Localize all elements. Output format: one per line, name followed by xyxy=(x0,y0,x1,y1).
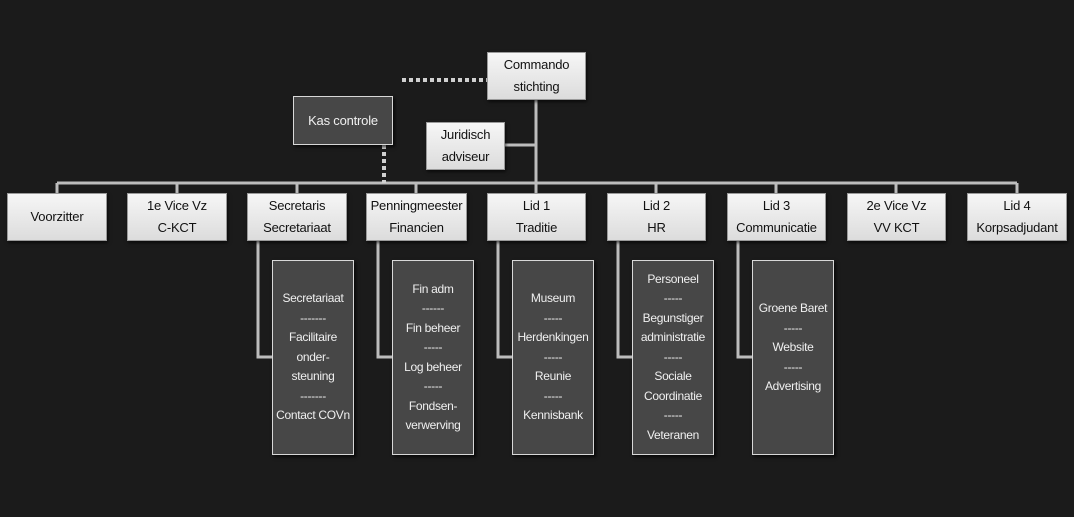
sub-item: Kennisbank xyxy=(523,408,583,423)
sub-financien-box: Fin adm ------ Fin beheer ----- Log behe… xyxy=(392,260,474,455)
sub-item: Fin adm xyxy=(412,281,454,296)
role-penningmeester: Penningmeester Financien xyxy=(366,193,467,241)
sub-item: Contact COVn xyxy=(276,408,350,423)
sub-item: Herdenkingen xyxy=(517,330,589,345)
juridisch-adviseur-box: Juridisch adviseur xyxy=(426,122,505,170)
sub-hr-box: Personeel ----- Begunstiger administrati… xyxy=(632,260,714,455)
role-sublabel: Korpsadjudant xyxy=(976,220,1058,235)
sub-item: onder- xyxy=(296,349,330,364)
sub-item: Veteranen xyxy=(646,427,699,442)
sub-item: Fondsen- xyxy=(408,398,458,413)
sub-item: Facilitaire xyxy=(288,330,338,345)
sub-item: Personeel xyxy=(647,271,699,286)
kas-controle-box: Kas controle xyxy=(293,96,393,145)
role-sublabel: Traditie xyxy=(515,220,558,235)
sub-item: Reunie xyxy=(534,369,572,384)
sub-item: Advertising xyxy=(764,379,822,393)
sub-item: Begunstiger xyxy=(642,310,704,325)
role-sublabel: HR xyxy=(647,220,666,235)
role-drops xyxy=(55,183,1019,193)
role-label: 1e Vice Vz xyxy=(147,198,207,213)
sub-secretariaat-box: Secretariaat ------- Facilitaire onder- … xyxy=(272,260,354,455)
role-label: Lid 1 xyxy=(522,198,551,213)
role-label: Voorzitter xyxy=(30,209,84,224)
sub-divider: ----- xyxy=(783,359,803,374)
role-lid-4: Lid 4 Korpsadjudant xyxy=(967,193,1067,241)
role-sublabel: Secretariaat xyxy=(263,220,331,235)
sub-divider: ----- xyxy=(423,340,443,354)
role-label: Lid 2 xyxy=(642,198,671,213)
sub-communicatie-box: Groene Baret ----- Website ----- Adverti… xyxy=(752,260,834,455)
sub-divider: ----- xyxy=(663,291,683,306)
sub-divider: ----- xyxy=(423,379,443,393)
sub-divider: ------ xyxy=(421,301,445,315)
sub-divider: ----- xyxy=(663,349,683,364)
role-voorzitter: Voorzitter xyxy=(7,193,107,241)
sub-divider: ----- xyxy=(543,388,563,403)
sub-item: verwerving xyxy=(405,418,461,432)
sub-divider: ----- xyxy=(543,349,563,364)
commando-line-1: Commando xyxy=(503,57,570,72)
role-label: Lid 4 xyxy=(1003,198,1031,213)
role-label: Lid 3 xyxy=(762,198,791,213)
juridisch-line-1: Juridisch xyxy=(440,127,491,142)
role-label: Secretaris xyxy=(268,198,326,213)
kas-controle-label: Kas controle xyxy=(308,112,378,128)
sub-item: Sociale xyxy=(654,369,692,384)
role-2e-vice-vz: 2e Vice Vz VV KCT xyxy=(847,193,946,241)
sub-item: Coordinatie xyxy=(643,388,703,403)
juridisch-line-2: adviseur xyxy=(441,149,490,164)
role-secretaris: Secretaris Secretariaat xyxy=(247,193,347,241)
sub-divider: ------- xyxy=(300,388,326,403)
sub-divider: ----- xyxy=(663,408,683,423)
sub-item: Groene Baret xyxy=(758,301,828,315)
sub-item: Website xyxy=(772,340,814,354)
role-lid-2: Lid 2 HR xyxy=(607,193,706,241)
sub-item: Log beheer xyxy=(404,359,462,374)
sub-connectors xyxy=(256,241,753,359)
role-sublabel: Financien xyxy=(389,220,444,235)
role-sublabel: Communicatie xyxy=(736,220,817,235)
sub-divider: ----- xyxy=(543,310,563,325)
sub-item: steuning xyxy=(291,369,335,384)
commando-stichting-box: Commando stichting xyxy=(487,52,586,100)
role-1e-vice-vz: 1e Vice Vz C-KCT xyxy=(127,193,227,241)
sub-item: administratie xyxy=(640,330,706,345)
role-sublabel: VV KCT xyxy=(873,220,920,235)
commando-line-2: stichting xyxy=(513,79,560,94)
sub-item: Museum xyxy=(530,291,576,306)
role-lid-1: Lid 1 Traditie xyxy=(487,193,586,241)
sub-item: Fin beheer xyxy=(405,320,461,335)
sub-item: Secretariaat xyxy=(282,291,344,306)
sub-divider: ----- xyxy=(783,320,803,335)
role-label: Penningmeester xyxy=(370,198,463,213)
sub-traditie-box: Museum ----- Herdenkingen ----- Reunie -… xyxy=(512,260,594,455)
role-lid-3: Lid 3 Communicatie xyxy=(727,193,826,241)
role-label: 2e Vice Vz xyxy=(866,198,927,213)
sub-divider: ------- xyxy=(300,310,326,325)
role-sublabel: C-KCT xyxy=(157,220,197,235)
